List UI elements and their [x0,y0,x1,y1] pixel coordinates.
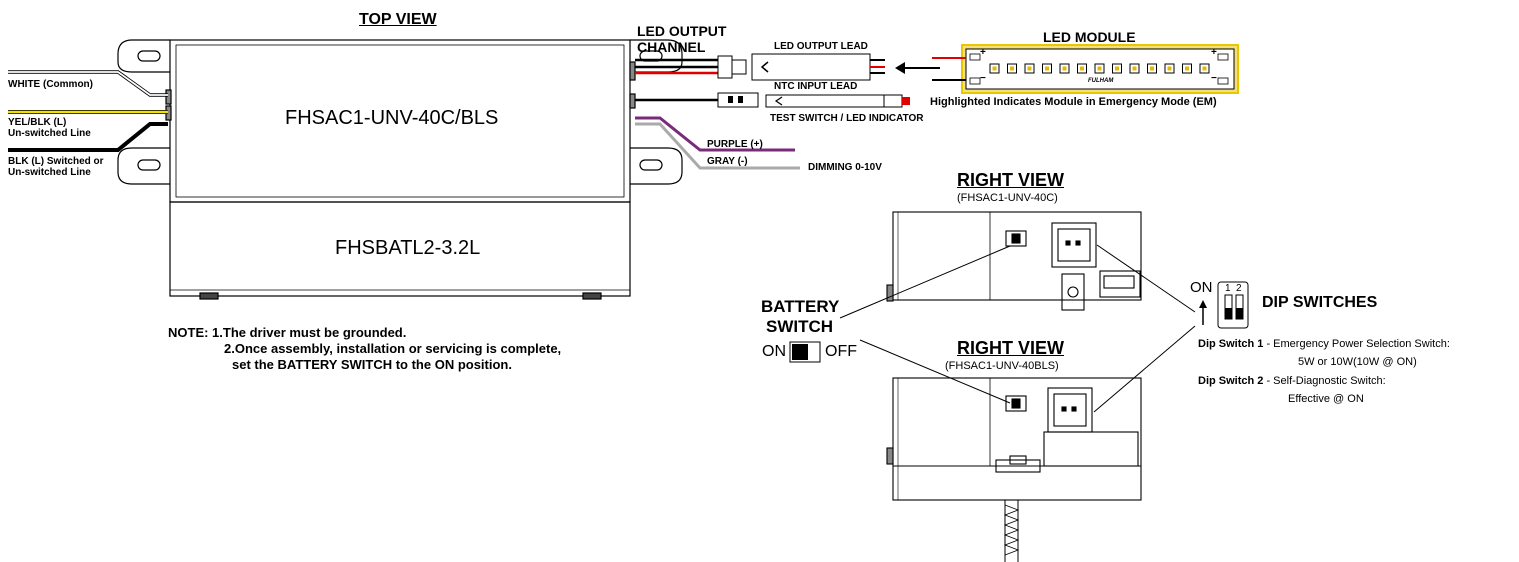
led-plus-left: + [980,47,986,58]
top-view-driver-drawing [117,39,683,300]
emergency-mode-note: Highlighted Indicates Module in Emergenc… [930,96,1217,108]
right-view-1-subtitle: (FHSAC1-UNV-40C) [957,192,1058,204]
led-brand: FULHAM [1088,78,1114,84]
led-module-title: LED MODULE [1043,29,1136,45]
ntc-input-lead-label: NTC INPUT LEAD [774,81,858,92]
led-chip-core [1202,66,1207,71]
led-chip-core [1185,66,1189,71]
blk-wire-label: BLK (L) Switched or [8,156,104,167]
dip-switch-1-desc-2: 5W or 10W(10W @ ON) [1298,356,1417,368]
dip-on-label: ON [1190,279,1213,296]
led-chip-core [1132,66,1137,71]
note-line-3: set the BATTERY SWITCH to the ON positio… [232,357,512,372]
led-output-channel-label: LED OUTPUT [637,23,727,39]
white-wire-label: WHITE (Common) [8,79,93,90]
dip-switch-2-desc: Dip Switch 2 - Self-Diagnostic Switch: [1198,375,1386,387]
top-view-title: TOP VIEW [359,11,437,28]
input-wires [8,70,168,152]
led-module-drawing [932,44,1239,94]
right-view-1-title: RIGHT VIEW [957,170,1064,190]
led-chip-core [1115,66,1119,71]
led-minus-right: − [1211,73,1217,84]
yel-blk-wire-label: YEL/BLK (L) [8,117,67,128]
dip-switch-1-desc: Dip Switch 1 - Emergency Power Selection… [1198,338,1450,350]
led-chip-core [1150,66,1154,71]
led-chip-core [1027,66,1032,71]
battery-switch-on: ON [762,343,786,360]
dip-switches-title: DIP SWITCHES [1262,294,1378,311]
output-wires [635,53,910,170]
led-plus-right: + [1211,47,1217,58]
dip-switch-icon [1199,281,1249,329]
battery-switch-title-2: SWITCH [766,317,834,336]
test-switch-label: TEST SWITCH / LED INDICATOR [770,113,924,124]
dip-switch-2-desc-2: Effective @ ON [1288,393,1364,405]
dip-number-2: 2 [1236,283,1242,294]
dimming-label: DIMMING 0-10V [808,162,882,173]
note-line-2: 2.Once assembly, installation or servici… [224,341,562,356]
battery-label: FHSBATL2-3.2L [335,237,481,259]
led-chip-core [1167,66,1172,71]
blk-wire-label-2: Un-switched Line [8,167,91,178]
battery-switch-icon [789,341,821,363]
led-chip-core [1010,66,1014,71]
right-view-2-drawing [886,377,1142,562]
callout-lines [839,244,1196,413]
arrow-icon [895,62,940,74]
yel-blk-wire-label-2: Un-switched Line [8,128,91,139]
led-output-channel-label-2: CHANNEL [637,39,706,55]
gray-wire-label: GRAY (-) [707,156,748,167]
dip-number-1: 1 [1225,283,1231,294]
right-view-1-drawing [886,211,1142,311]
driver-label: FHSAC1-UNV-40C/BLS [285,107,499,129]
right-view-2-title: RIGHT VIEW [957,338,1064,358]
battery-switch-title: BATTERY [761,297,840,316]
note-line-1: NOTE: 1.The driver must be grounded. [168,325,407,340]
led-chip-core [992,66,997,71]
led-output-lead-label: LED OUTPUT LEAD [774,41,868,52]
purple-wire-label: PURPLE (+) [707,139,763,150]
led-chip-core [1080,66,1084,71]
right-view-2-subtitle: (FHSAC1-UNV-40BLS) [945,360,1059,372]
battery-switch-off: OFF [825,343,857,360]
led-chip-core [1097,66,1102,71]
led-minus-left: − [980,73,986,84]
led-chip-core [1062,66,1067,71]
led-chip-core [1045,66,1049,71]
